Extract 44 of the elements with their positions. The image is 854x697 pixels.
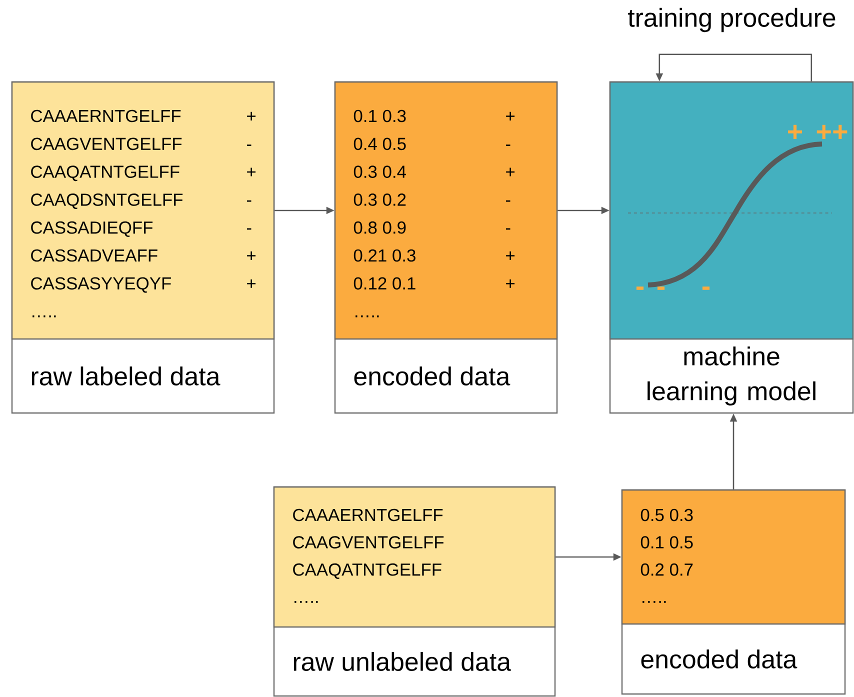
data-row-text: CAAQDSNTGELFF <box>31 194 183 209</box>
data-row-text: 0.5 0.3 <box>640 508 693 522</box>
class-marker: - <box>702 286 710 290</box>
data-row-text: ….. <box>32 315 56 318</box>
data-row-text: ….. <box>294 601 318 603</box>
data-row-text: CASSADIEQFF <box>31 221 153 237</box>
class-label: + <box>247 279 256 288</box>
class-label: + <box>506 279 515 288</box>
data-row-text: CAAGVENTGELFF <box>31 138 182 150</box>
class-label: + <box>506 112 515 120</box>
class-label: + <box>247 168 256 176</box>
class-label: + <box>506 168 515 176</box>
class-label: - <box>506 144 510 146</box>
class-marker: ++ <box>816 124 848 139</box>
class-label: - <box>246 228 252 230</box>
data-row-text: ….. <box>642 601 666 603</box>
class-marker: - <box>657 286 665 290</box>
class-label: + <box>506 251 515 260</box>
edge-label: training procedure <box>626 6 838 34</box>
class-marker: + <box>788 124 802 139</box>
data-row-text: 0.2 0.7 <box>640 563 693 576</box>
data-row-text: 0.3 0.2 <box>354 194 406 206</box>
data-row-text: ….. <box>356 315 379 318</box>
data-row-text: CASSASYYEQYF <box>31 277 171 293</box>
data-row-text: CAAQATNTGELFF <box>31 166 180 182</box>
class-marker: - <box>636 286 644 290</box>
class-label: - <box>246 144 252 146</box>
data-row-text: 0.1 0.5 <box>640 536 693 548</box>
class-label: - <box>506 200 510 202</box>
data-row-text: CASSADVEAFF <box>31 249 158 262</box>
data-row-text: 0.4 0.5 <box>354 138 406 150</box>
data-row-text: 0.3 0.4 <box>354 166 406 178</box>
data-row-text: 0.21 0.3 <box>354 249 416 262</box>
data-row-text: CAAGVENTGELFF <box>293 536 444 548</box>
class-label: + <box>247 112 256 120</box>
class-label: + <box>247 251 256 260</box>
data-row-text: CAAAERNTGELFF <box>293 508 443 522</box>
data-row-text: CAAAERNTGELFF <box>31 110 181 122</box>
data-row-text: 0.8 0.9 <box>354 221 406 234</box>
data-row-text: 0.12 0.1 <box>354 277 416 290</box>
data-row-text: CAAQATNTGELFF <box>293 563 442 579</box>
class-label: - <box>506 228 510 230</box>
class-label: - <box>246 200 252 202</box>
data-row-text: 0.1 0.3 <box>354 110 406 122</box>
